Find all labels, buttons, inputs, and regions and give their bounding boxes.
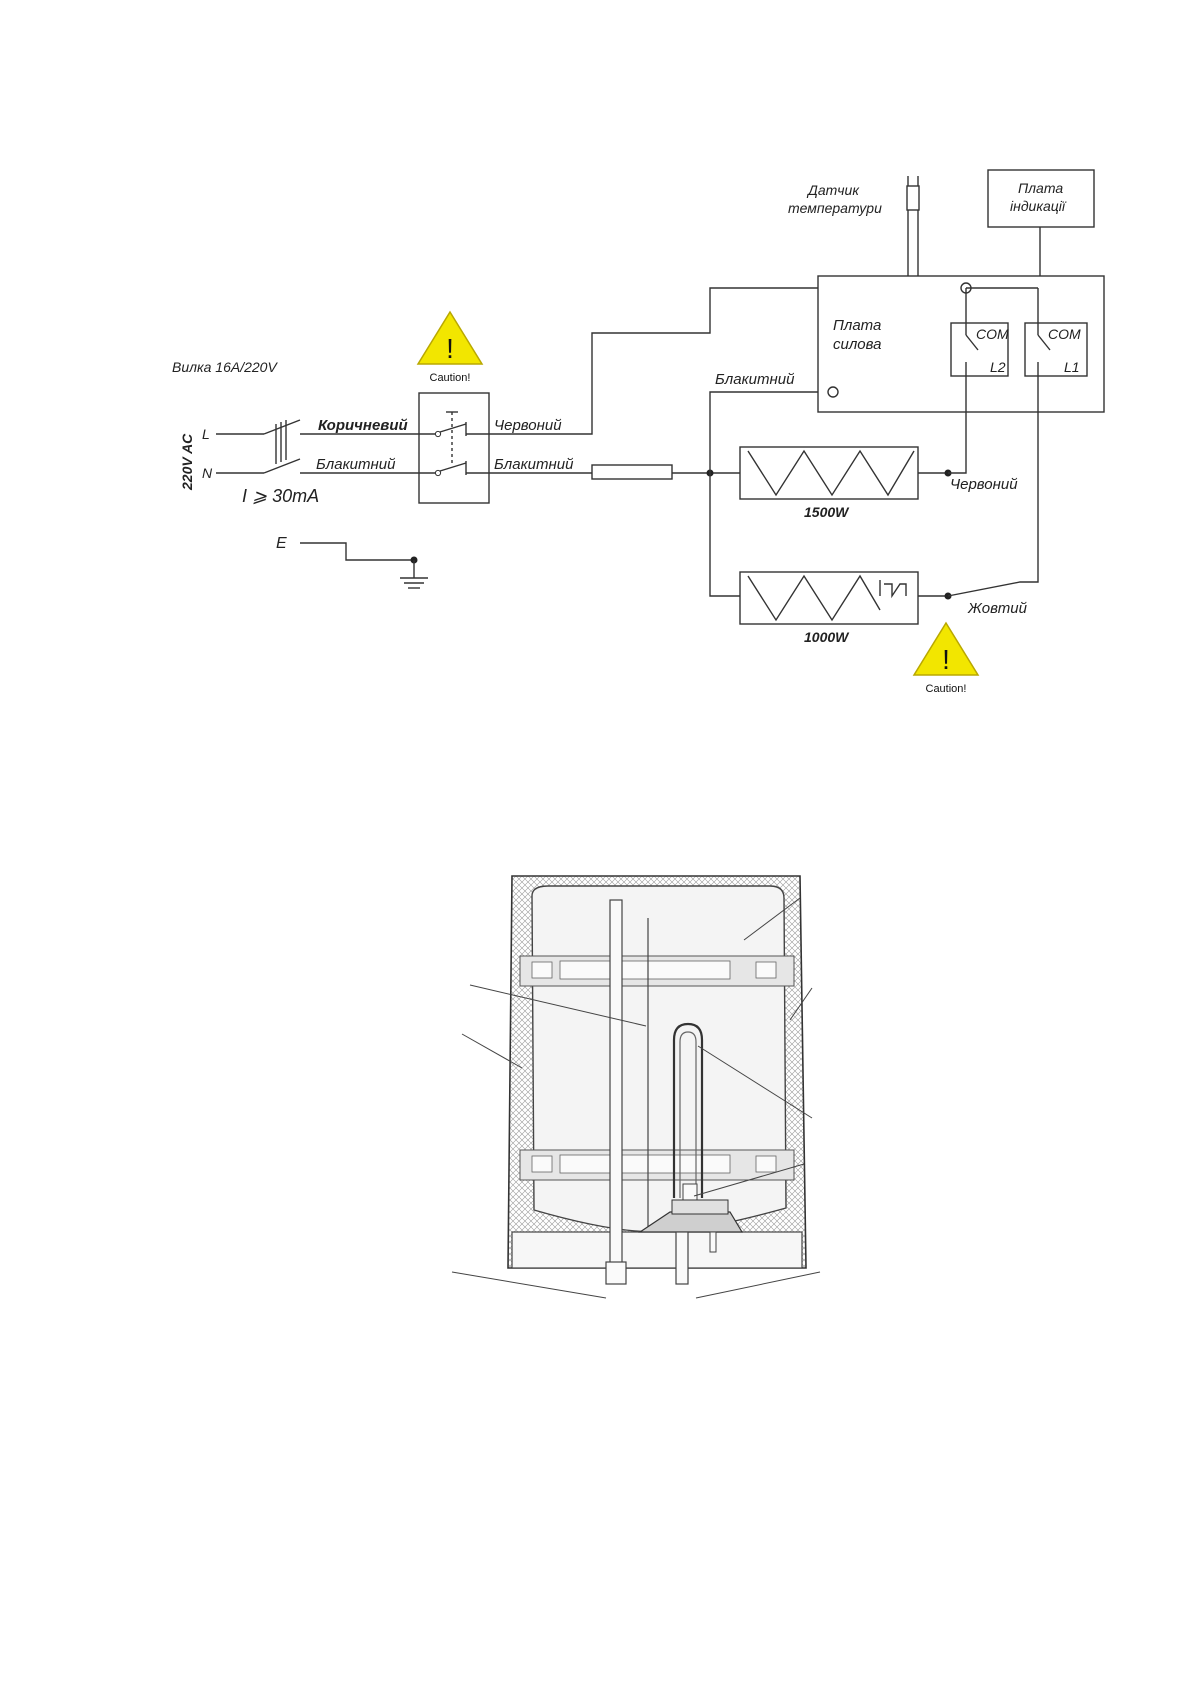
caution-mark-2: ! xyxy=(942,644,950,675)
cold-water-pipe xyxy=(605,899,627,1285)
fuse xyxy=(591,464,673,480)
wire-blue-in-label: Блакитний xyxy=(316,456,396,473)
wire-blue-out-label: Блакитний xyxy=(494,456,574,473)
temperature-sensor xyxy=(906,176,920,276)
flange xyxy=(638,1199,744,1285)
wire-yellow-heater-label: Жовтий xyxy=(967,600,1028,617)
sensor-label-2: температури xyxy=(788,200,882,216)
display-board xyxy=(987,169,1095,276)
line-label: L xyxy=(202,426,210,442)
wiring-diagram: Вилка 16A/220V 220V AC L N I ⩾ 30mA E xyxy=(172,168,1110,696)
relay2-out: L1 xyxy=(1064,359,1080,375)
relay1-com: COM xyxy=(976,326,1009,342)
caution-sign-1: ! Caution! xyxy=(416,310,484,384)
double-pole-switch xyxy=(418,392,490,504)
leakage-label: I ⩾ 30mA xyxy=(242,486,319,506)
blue-wire-board xyxy=(709,391,830,473)
tank-cross-section xyxy=(451,875,821,1299)
relay1-out: L2 xyxy=(990,359,1006,375)
heater2-power: 1000W xyxy=(804,629,850,645)
caution-mark-1: ! xyxy=(446,333,454,364)
heater-1000w xyxy=(739,571,952,625)
display-board-label-2: індикації xyxy=(1010,198,1067,214)
plug-switch xyxy=(216,419,301,474)
heater-1500w xyxy=(739,446,952,500)
earth-label: E xyxy=(276,535,287,552)
plug-label: Вилка 16A/220V xyxy=(172,359,278,375)
sensor-label-1: Датчик xyxy=(806,182,860,198)
heater1-power: 1500W xyxy=(804,504,850,520)
red-wire-to-board xyxy=(489,287,899,435)
caution-sign-2: ! Caution! xyxy=(912,621,980,695)
wire-red-out-label: Червоний xyxy=(494,417,562,434)
relay2-com: COM xyxy=(1048,326,1081,342)
neutral-label: N xyxy=(202,465,213,481)
earth-symbol xyxy=(300,542,428,589)
mounting-band-top xyxy=(519,955,795,987)
caution-label-2: Caution! xyxy=(926,683,967,695)
relay-l1 xyxy=(947,322,1088,597)
blue-wire-heater2 xyxy=(709,473,740,597)
supply-label: 220V AC xyxy=(179,433,195,491)
diagram-frame xyxy=(172,168,1110,696)
display-board-label-1: Плата xyxy=(1018,180,1063,196)
leader-lines xyxy=(451,897,821,1299)
tank-bottom-cap xyxy=(511,1231,803,1269)
caution-label-1: Caution! xyxy=(430,372,471,384)
power-board-label-2: силова xyxy=(833,336,882,353)
power-board-label-1: Плата xyxy=(833,317,881,334)
wire-blue-board-label: Блакитний xyxy=(715,371,795,388)
mounting-band-bottom xyxy=(519,1149,795,1181)
wire-red-heater-label: Червоний xyxy=(950,476,1018,493)
relay-l2 xyxy=(948,322,1009,474)
wire-brown-label: Коричневий xyxy=(318,417,408,434)
